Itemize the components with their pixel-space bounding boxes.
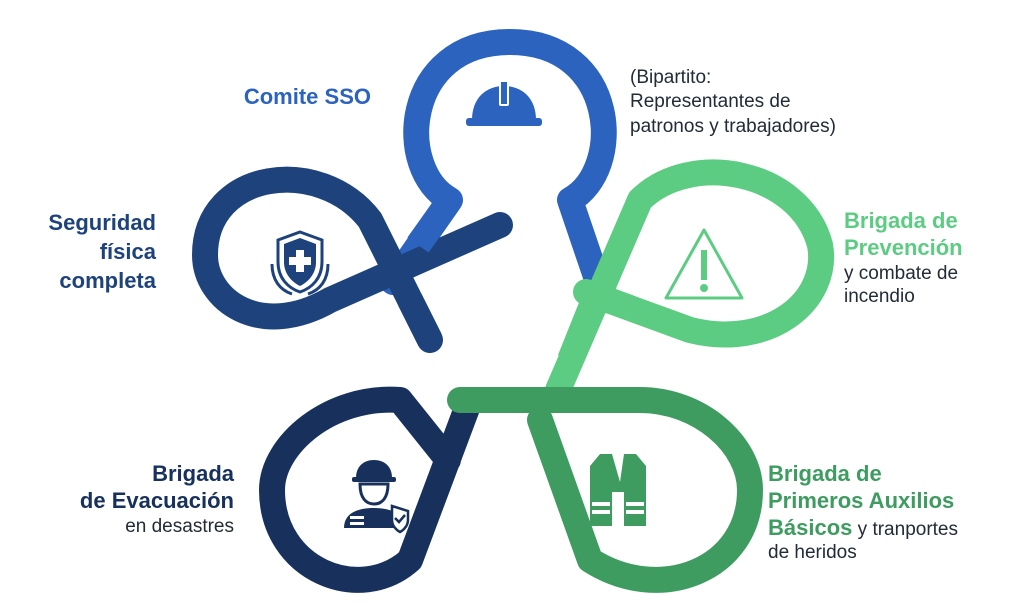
loop-upper-left (192, 166, 513, 353)
label-evacuacion: Brigada de Evacuación en desastres (0, 461, 234, 538)
loop-lower-right (447, 387, 763, 593)
auxilios-title-3: Básicos (768, 514, 853, 540)
worker-shield-icon (344, 460, 410, 534)
weave-green-arm (557, 285, 611, 365)
evacuacion-title-1: Brigada (152, 461, 234, 486)
shield-hands-icon (270, 230, 330, 296)
auxilios-title-1: Brigada de (768, 461, 882, 486)
seguridad-line-2: física (99, 239, 156, 265)
bipartito-line-2: Representantes de (630, 91, 791, 113)
evacuacion-desc: en desastres (125, 515, 234, 537)
loop-lower-left (259, 386, 533, 593)
seguridad-line-3: completa (59, 268, 156, 294)
label-seguridad: Seguridad física completa (0, 208, 156, 295)
hard-hat-icon (466, 80, 542, 126)
safety-vest-icon (590, 454, 646, 526)
prevencion-desc-1: y combate de (844, 262, 959, 284)
seguridad-line-1: Seguridad (48, 210, 156, 235)
bipartito-line-3: patronos y trabajadores) (630, 115, 836, 137)
auxilios-title-2: Primeros Auxilios (768, 487, 955, 513)
auxilios-desc-inline: y tranportes (852, 518, 958, 540)
label-prevencion: Brigada de Prevención y combate de incen… (844, 208, 1019, 308)
prevencion-title-1: Brigada de (844, 208, 958, 233)
label-comite-sso: Comite SSO (196, 84, 371, 111)
evacuacion-title-2: de Evacuación (79, 487, 234, 513)
weave-navy-arm (398, 294, 442, 346)
prevencion-desc-2: incendio (844, 285, 915, 307)
label-bipartito: (Bipartito: Representantes de patronos y… (630, 66, 910, 139)
auxilios-desc-last: de heridos (768, 542, 857, 564)
comite-sso-title: Comite SSO (243, 84, 371, 109)
loop-upper-right (545, 159, 835, 403)
bipartito-line-1: (Bipartito: (630, 67, 712, 88)
label-primeros-auxilios: Brigada de Primeros Auxilios Básicos y t… (768, 461, 1018, 565)
loop-top (380, 29, 617, 313)
weave-top-arm (407, 192, 461, 253)
prevencion-title-2: Prevención (844, 234, 963, 260)
warning-triangle-icon (664, 228, 744, 300)
